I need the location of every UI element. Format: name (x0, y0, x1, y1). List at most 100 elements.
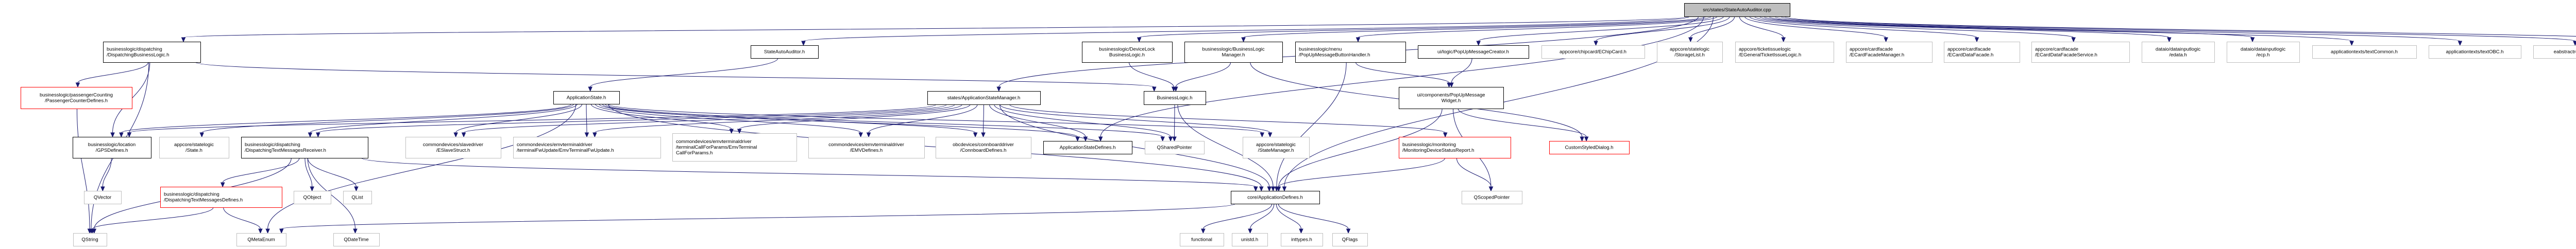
node-label: businesslogic/BusinessLogic (1202, 47, 1265, 52)
edge-asm-to-emv-def (868, 104, 978, 133)
node-label: obcdevices/connboarddriver (953, 142, 1014, 148)
edge-bl-mgr-to-bl (1175, 62, 1231, 87)
node-dtmr[interactable]: businesslogic/dispatching/DispatchingTex… (241, 137, 368, 158)
node-state-h[interactable]: appcore/statelogic/State.h (159, 137, 229, 158)
edge-root-to-ecdf (1749, 16, 1977, 38)
arrowhead-icon (737, 129, 742, 134)
node-emv-fw[interactable]: commondevices/emvterminaldriver/terminal… (513, 137, 661, 158)
node-emv-def[interactable]: commondevices/emvterminaldriver/EMVDefin… (808, 137, 925, 158)
node-box (927, 91, 1041, 105)
edge-gps-to-qvector (102, 157, 112, 187)
edge-app-state-to-dtmr (310, 103, 578, 133)
node-box (241, 137, 368, 158)
node-text-obc[interactable]: applicationtexts/textOBC.h (2429, 45, 2521, 59)
node-connb[interactable]: obcdevices/connboarddriver/ConnboardDefi… (936, 137, 1031, 158)
edge-pop-widget-to-csd (1458, 108, 1587, 137)
edge-pass-cnt-to-qstring (76, 108, 90, 229)
node-ecp[interactable]: dataio/datainputlogic/ecp.h (2227, 42, 2300, 63)
node-label: appcore/ticketissuelogic (1739, 47, 1791, 52)
arrowhead-icon (1781, 37, 1786, 43)
node-edata[interactable]: dataio/datainputlogic/edata.h (2142, 42, 2215, 63)
node-qvector[interactable]: QVector (84, 191, 122, 204)
node-box (159, 137, 229, 158)
node-unistd[interactable]: unistd.h (1232, 233, 1268, 246)
node-emv-cfp[interactable]: commondevices/emvterminaldriver/terminal… (672, 133, 797, 162)
node-echip[interactable]: appcore/chipcard/EChipCard.h (1541, 45, 1645, 59)
node-edc[interactable]: eabstractrequest/EDataCollection.h (2533, 45, 2576, 59)
node-box (1144, 91, 1206, 105)
node-label: appcore/chipcard/EChipCard.h (1560, 49, 1626, 55)
node-disp-bl[interactable]: businesslogic/dispatching/DispatchingBus… (103, 42, 201, 63)
edge-asm-to-asd (989, 104, 1086, 137)
node-st-mgr[interactable]: appcore/statelogic/StateManager.h (1243, 137, 1310, 158)
node-label: /DispatchingBusinessLogic.h (107, 52, 169, 58)
arrowhead-icon (220, 182, 225, 188)
node-label: applicationtexts/textOBC.h (2446, 49, 2504, 55)
arrowhead-icon (1594, 41, 1598, 46)
node-label: QList (351, 195, 363, 201)
node-dtmd[interactable]: businesslogic/dispatching/DispatchingTex… (160, 187, 282, 208)
arrowhead-icon (2349, 41, 2354, 46)
edge-app-state-to-eslave (455, 103, 583, 133)
node-label: businesslogic/location (88, 142, 135, 148)
node-pop-creator[interactable]: ui/logic/PopUpMessageCreator.h (1418, 45, 1529, 59)
arrowhead-icon (1355, 37, 1361, 43)
edge-app-state-to-emv-fw (586, 103, 587, 133)
arrowhead-icon (1160, 136, 1165, 142)
arrowhead-icon (1152, 86, 1157, 92)
node-text-common[interactable]: applicationtexts/textCommon.h (2312, 45, 2417, 59)
node-qsp[interactable]: QSharedPointer (1145, 141, 1205, 154)
arrowhead-icon (1172, 136, 1177, 142)
node-qlist[interactable]: QList (343, 191, 372, 204)
arrowhead-icon (858, 132, 863, 138)
node-mon[interactable]: businesslogic/monitoring/MonitoringDevic… (1399, 137, 1511, 158)
arrowhead-icon (127, 132, 132, 138)
arrowhead-icon (1449, 82, 1454, 88)
edge-root-to-ecp (1764, 16, 2253, 38)
node-app-def[interactable]: core/ApplicationDefines.h (1231, 191, 1320, 204)
node-pass-cnt[interactable]: businesslogic/passengerCounting/Passenge… (21, 87, 132, 109)
node-inttypes[interactable]: inttypes.h (1281, 233, 1323, 246)
edge-root-to-dev-lock (1139, 16, 1706, 38)
node-storage[interactable]: appcore/statelogic/StorageList.h (1657, 42, 1723, 63)
node-csd[interactable]: CustomStyledDialog.h (1549, 141, 1630, 154)
node-root[interactable]: src/states/StateAutoAuditor.cpp (1684, 3, 1790, 17)
edge-dtmd-to-qstring (92, 207, 214, 229)
node-qmeta[interactable]: QMetaEnum (236, 233, 286, 246)
node-box (236, 233, 286, 246)
node-box (1243, 137, 1310, 158)
edge-root-to-ecfm (1744, 16, 1887, 38)
arrowhead-icon (1299, 228, 1303, 234)
node-asm[interactable]: states/ApplicationStateManager.h (927, 91, 1041, 105)
node-qflags[interactable]: QFlags (1332, 233, 1368, 246)
node-ecdfs[interactable]: appcore/cardfacade/ECardDataFacadeServic… (2031, 42, 2130, 63)
node-qdt[interactable]: QDateTime (333, 233, 380, 246)
node-label: applicationtexts/textCommon.h (2331, 49, 2398, 55)
arrowhead-icon (1974, 37, 1979, 43)
node-gps[interactable]: businesslogic/location/GPSDefines.h (73, 137, 151, 158)
node-functional[interactable]: functional (1180, 233, 1224, 246)
node-asd[interactable]: ApplicationStateDefines.h (1043, 141, 1132, 154)
node-eslave[interactable]: commondevices/slavedriver/ESlaveStruct.h (405, 137, 501, 158)
node-ecfm[interactable]: appcore/cardfacade/ECardFacadeManager.h (1846, 42, 1933, 63)
node-egen[interactable]: appcore/ticketissuelogic/EGeneralTicketI… (1735, 42, 1834, 63)
node-qscoped[interactable]: QScopedPointer (1462, 191, 1522, 204)
arrowhead-icon (1241, 37, 1246, 43)
node-bl[interactable]: BusinessLogic.h (1144, 91, 1206, 105)
node-sah[interactable]: StateAutoAuditor.h (751, 45, 819, 59)
node-ecdf[interactable]: appcore/cardfacade/ECardDataFacade.h (1944, 42, 2020, 63)
node-qobject[interactable]: QObject (294, 191, 331, 204)
edge-dtmr-to-qobject (304, 157, 313, 187)
arrowhead-icon (584, 132, 589, 138)
node-label: ApplicationStateDefines.h (1060, 145, 1116, 151)
node-pop-btn[interactable]: businesslogic/menu/PopUpMessageButtonHan… (1295, 42, 1406, 63)
edge-app-state-to-asd (602, 103, 1078, 137)
node-app-state[interactable]: ApplicationState.h (553, 91, 620, 104)
node-label: /StateManager.h (1258, 148, 1294, 153)
node-label: BusinessLogic.h (1109, 52, 1145, 58)
node-qstring[interactable]: QString (73, 233, 107, 246)
